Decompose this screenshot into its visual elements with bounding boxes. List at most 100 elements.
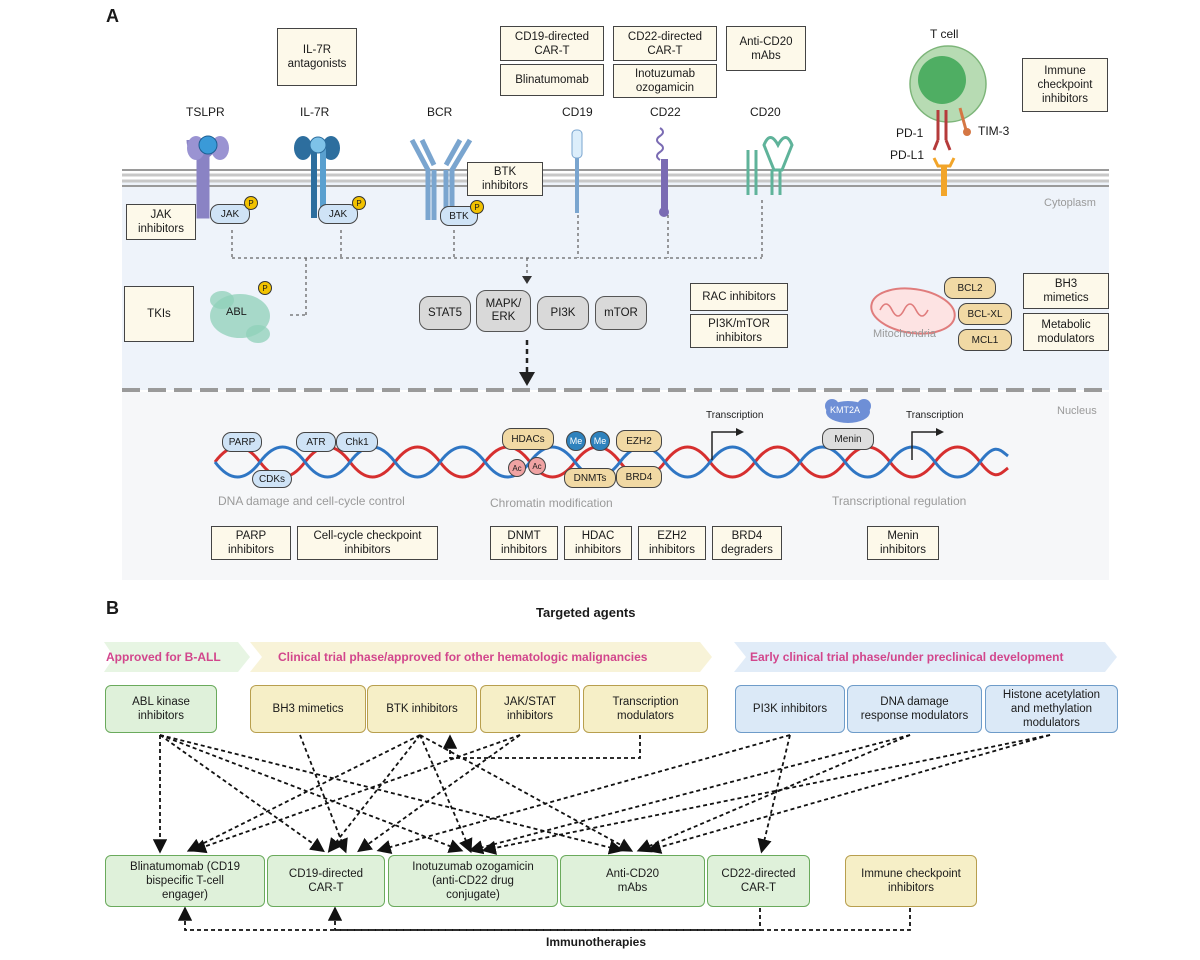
menin-inhibitors-box: Menin inhibitors [867, 526, 939, 560]
chromatin-caption: Chromatin modification [490, 496, 613, 510]
pd1-label: PD-1 [896, 126, 924, 140]
acetyl-mark-1: Ac [508, 459, 526, 477]
abl-kinase-inhibitors-node: ABL kinase inhibitors [105, 685, 217, 733]
il7r-label: IL-7R [300, 105, 330, 119]
ezh2-node: EZH2 [616, 430, 662, 452]
pi3k-mtor-inhibitors-box: PI3K/mTOR inhibitors [690, 314, 788, 348]
mitochondria-icon [870, 287, 956, 335]
anti-cd20-box: Anti-CD20 mAbs [726, 26, 806, 71]
phospho-badge: P [244, 196, 258, 210]
jak-kinase-1: JAK [210, 204, 250, 224]
rac-inhibitors-box: RAC inhibitors [690, 283, 788, 311]
il7r-receptor-icon [294, 136, 340, 218]
pd-l1-icon [932, 157, 956, 196]
inotuzumab-node: Inotuzumab ozogamicin (anti-CD22 drug co… [388, 855, 558, 907]
blinatumomab-node: Blinatumomab (CD19 bispecific T-cell eng… [105, 855, 265, 907]
bh3-mimetics-box: BH3 mimetics [1023, 273, 1109, 309]
cd22-label: CD22 [650, 105, 681, 119]
clinical-band: Clinical trial phase/approved for other … [278, 650, 648, 664]
jak-kinase-2: JAK [318, 204, 358, 224]
dna-helix-icon [213, 445, 1009, 479]
parp-inhibitors-box: PARP inhibitors [211, 526, 291, 560]
histone-modulators-node: Histone acetylation and methylation modu… [985, 685, 1118, 733]
transcription-modulators-node: Transcription modulators [583, 685, 708, 733]
immunotherapies-footer: Immunotherapies [546, 935, 647, 949]
methyl-mark-2: Me [590, 431, 610, 451]
cd19-cart-node: CD19-directed CAR-T [267, 855, 385, 907]
brd4-node: BRD4 [616, 466, 662, 488]
t-cell-icon [909, 45, 987, 151]
pi3k-inhibitors-node: PI3K inhibitors [735, 685, 845, 733]
t-cell-label: T cell [930, 27, 959, 41]
transcription-label-2: Transcription [906, 410, 964, 421]
metabolic-modulators-box: Metabolic modulators [1023, 313, 1109, 351]
stat5-node: STAT5 [419, 296, 471, 330]
phospho-badge: P [352, 196, 366, 210]
cellcycle-inhibitors-box: Cell-cycle checkpoint inhibitors [297, 526, 438, 560]
jak-inhibitors-box: JAK inhibitors [126, 204, 196, 240]
tkis-box: TKIs [124, 286, 194, 342]
chk1-node: Chk1 [336, 432, 378, 452]
ezh2-inhibitors-box: EZH2 inhibitors [638, 526, 706, 560]
transcriptional-caption: Transcriptional regulation [832, 494, 967, 508]
cytoplasm-label: Cytoplasm [1044, 197, 1096, 209]
kmt2a-icon [825, 399, 871, 423]
bclxl-node: BCL-XL [958, 303, 1012, 325]
atr-node: ATR [296, 432, 336, 452]
cd19-label: CD19 [562, 105, 593, 119]
bcl2-node: BCL2 [944, 277, 996, 299]
methyl-mark-1: Me [566, 431, 586, 451]
transcription-arrow-1 [711, 431, 738, 460]
immune-checkpoint-box: Immune checkpoint inhibitors [1022, 58, 1108, 112]
cd22-cart-box: CD22-directed CAR-T [613, 26, 717, 61]
tim3-label: TIM-3 [978, 124, 1010, 138]
phospho-badge: P [470, 200, 484, 214]
dnmts-node: DNMTs [564, 468, 616, 488]
brd4-degraders-box: BRD4 degraders [712, 526, 782, 560]
cd22-cart-node: CD22-directed CAR-T [707, 855, 810, 907]
dnmt-inhibitors-box: DNMT inhibitors [490, 526, 558, 560]
phospho-badge: P [258, 281, 272, 295]
cd19-receptor-icon [571, 129, 583, 213]
bcr-label: BCR [427, 105, 453, 119]
anti-cd20-node: Anti-CD20 mAbs [560, 855, 705, 907]
panel-a-letter: A [106, 6, 119, 26]
tslpr-receptor-icon [186, 135, 229, 219]
btk-kinase: BTK [440, 206, 478, 226]
parp-node: PARP [222, 432, 262, 452]
immune-checkpoint-node: Immune checkpoint inhibitors [845, 855, 977, 907]
btk-inhibitors-box: BTK inhibitors [467, 162, 543, 196]
bh3-mimetics-node: BH3 mimetics [250, 685, 366, 733]
cd19-cart-box: CD19-directed CAR-T [500, 26, 604, 61]
nucleus-label: Nucleus [1057, 405, 1097, 417]
transcription-arrow-2 [911, 431, 938, 460]
mapk-erk-node: MAPK/ ERK [476, 290, 531, 332]
transcription-label-1: Transcription [706, 410, 764, 421]
jak-stat-inhibitors-node: JAK/STAT inhibitors [480, 685, 580, 733]
mitochondria-label: Mitochondria [873, 328, 936, 340]
cd20-label: CD20 [750, 105, 781, 119]
menin-node: Menin [822, 428, 874, 450]
hdac-inhibitors-box: HDAC inhibitors [564, 526, 632, 560]
blinatumomab-box: Blinatumomab [500, 64, 604, 96]
mtor-node: mTOR [595, 296, 647, 330]
targeted-agents-title: Targeted agents [536, 605, 636, 620]
panel-b-letter: B [106, 598, 119, 618]
arrowhead [519, 372, 535, 386]
inotuzumab-box: Inotuzumab ozogamicin [613, 64, 717, 98]
cd22-receptor-icon [656, 127, 669, 217]
kmt2a-label: KMT2A [830, 405, 861, 415]
tslpr-label: TSLPR [186, 105, 225, 119]
abl-label: ABL [226, 306, 247, 318]
acetyl-mark-2: Ac [528, 457, 546, 475]
signal-connectors [231, 200, 763, 316]
dna-damage-caption: DNA damage and cell-cycle control [218, 494, 405, 508]
pi3k-node: PI3K [537, 296, 589, 330]
mcl1-node: MCL1 [958, 329, 1012, 351]
ddr-modulators-node: DNA damage response modulators [847, 685, 982, 733]
cdks-node: CDKs [252, 470, 292, 488]
btk-inhibitors-node: BTK inhibitors [367, 685, 477, 733]
